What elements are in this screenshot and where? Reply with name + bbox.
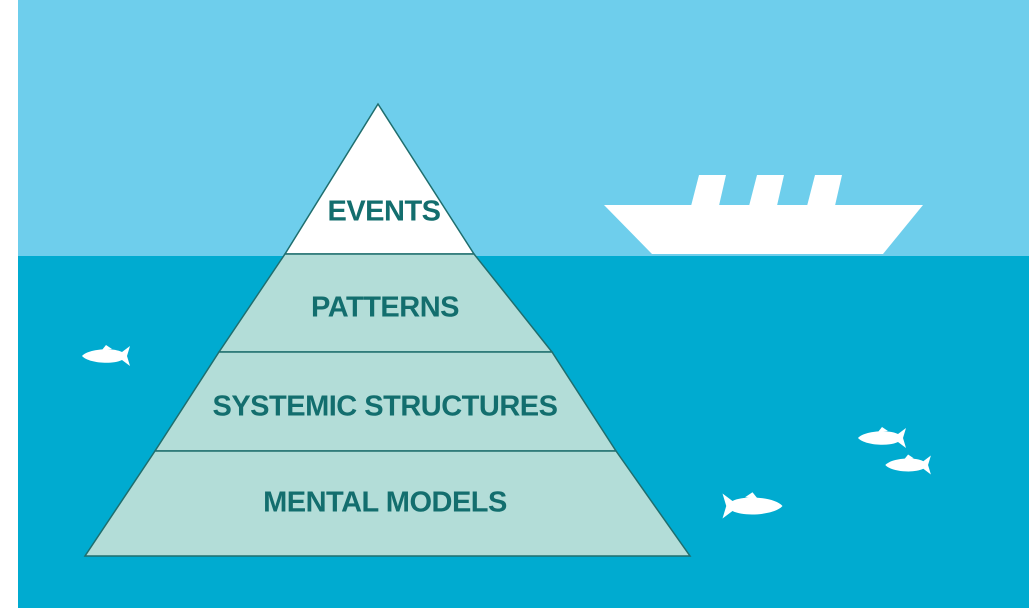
ship-funnel-3 [806, 175, 842, 210]
iceberg-pyramid: EVENTS PATTERNS SYSTEMIC STRUCTURES MENT… [83, 102, 692, 557]
ship-funnel-1 [690, 175, 726, 210]
fish-icon [885, 454, 931, 475]
level-events-label: EVENTS [327, 196, 440, 228]
level-systemic-structures-label: SYSTEMIC STRUCTURES [213, 391, 558, 423]
fish-icon [82, 345, 130, 366]
fish-icon [722, 492, 783, 519]
ship-funnel-2 [748, 175, 784, 210]
fish-icon [858, 427, 906, 448]
level-patterns-label: PATTERNS [311, 292, 459, 324]
ship-icon [604, 175, 923, 254]
level-mental-models-label: MENTAL MODELS [263, 487, 507, 519]
ship-hull [604, 205, 923, 254]
level-mental-models-shape [83, 450, 692, 557]
